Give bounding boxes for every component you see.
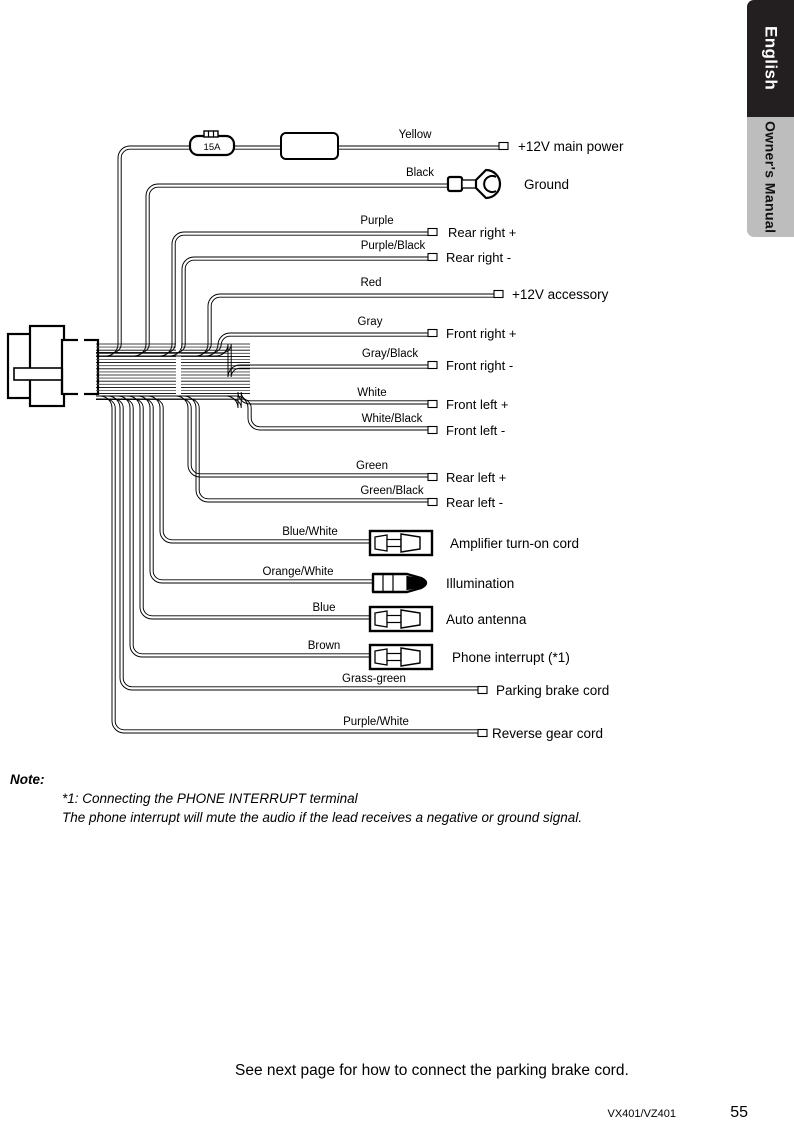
svg-text:Yellow: Yellow [399,129,433,141]
model-name: VX401/VZ401 [607,1108,677,1120]
svg-text:Front left -: Front left - [446,423,505,438]
wire-color-label: Blue/White [282,526,338,538]
svg-text:Illumination: Illumination [446,576,514,591]
svg-text:Blue/White: Blue/White [282,526,338,538]
lead-function-label: Front left - [446,423,505,438]
tab-owners-manual-label: Owner's Manual [762,120,779,234]
wire-color-label: White [357,387,386,399]
svg-text:Rear right +: Rear right + [448,225,516,240]
lead-function-label: Auto antenna [446,612,527,627]
svg-text:Green/Black: Green/Black [360,485,424,497]
svg-text:Purple: Purple [360,215,393,227]
wire-color-label: Gray/Black [362,348,418,360]
see-next-page-text: See next page for how to connect the par… [235,1062,629,1079]
wire-color-label: White/Black [362,413,423,425]
svg-text:Rear right -: Rear right - [446,250,511,265]
svg-text:Amplifier turn-on cord: Amplifier turn-on cord [450,536,579,551]
svg-text:Reverse gear cord: Reverse gear cord [492,726,603,741]
svg-text:Grass-green: Grass-green [342,673,406,685]
svg-text:Green: Green [356,460,388,472]
wire-color-label: Green [356,460,388,472]
svg-text:White/Black: White/Black [362,413,423,425]
svg-text:Front left +: Front left + [446,397,509,412]
page-footer: VX401/VZ401 55 [0,1104,749,1122]
svg-text:Gray/Black: Gray/Black [362,348,418,360]
svg-text:Orange/White: Orange/White [263,566,334,578]
lead-function-label: Illumination [446,576,514,591]
lead-function-label: Rear left + [446,470,506,485]
wire-color-label: Green/Black [360,485,424,497]
lead-function-label: +12V main power [518,139,624,154]
svg-text:Red: Red [360,277,381,289]
svg-text:Brown: Brown [308,640,341,652]
wire-color-label: Purple/Black [361,240,426,252]
svg-text:Rear left -: Rear left - [446,495,503,510]
tab-owners-manual[interactable]: Owner's Manual [747,117,794,237]
svg-text:Phone interrupt (*1): Phone interrupt (*1) [452,650,570,665]
svg-text:Black: Black [406,167,434,179]
lead-function-label: Reverse gear cord [492,726,603,741]
wire-color-label: Orange/White [263,566,334,578]
svg-text:White: White [357,387,386,399]
svg-text:Purple/White: Purple/White [343,716,409,728]
note-block: Note: *1: Connecting the PHONE INTERRUPT… [10,770,730,827]
tab-language[interactable]: English [747,0,794,117]
svg-text:+12V accessory: +12V accessory [512,287,609,302]
note-heading: Note: [10,772,45,787]
wire-color-label: Blue [312,602,335,614]
lead-function-label: Rear right + [448,225,516,240]
svg-text:Ground: Ground [524,177,569,192]
wire-color-label: Black [406,167,434,179]
svg-text:+12V main power: +12V main power [518,139,624,154]
note-line-1: *1: Connecting the PHONE INTERRUPT termi… [62,791,358,806]
page-number: 55 [730,1104,748,1121]
lead-function-label: Ground [524,177,569,192]
svg-text:Gray: Gray [358,316,383,328]
lead-function-label: Parking brake cord [496,683,609,698]
lead-function-label: Front left + [446,397,509,412]
wire-color-label: Purple/White [343,716,409,728]
wire-color-label: Grass-green [342,673,406,685]
tab-language-label: English [761,26,781,91]
lead-function-label: Rear right - [446,250,511,265]
lead-function-label: Phone interrupt (*1) [452,650,570,665]
note-line-2: The phone interrupt will mute the audio … [62,810,583,825]
svg-text:Auto antenna: Auto antenna [446,612,527,627]
lead-function-label: Amplifier turn-on cord [450,536,579,551]
svg-text:Parking brake cord: Parking brake cord [496,683,609,698]
svg-text:Front right -: Front right - [446,358,513,373]
wire-color-label: Brown [308,640,341,652]
svg-text:Front right +: Front right + [446,326,516,341]
wire-color-label: Gray [358,316,383,328]
svg-text:Blue: Blue [312,602,335,614]
wire-color-label: Purple [360,215,393,227]
svg-text:15A: 15A [204,142,222,153]
lead-function-label: Front right - [446,358,513,373]
lead-function-label: +12V accessory [512,287,609,302]
lead-function-label: Front right + [446,326,516,341]
svg-text:Rear left +: Rear left + [446,470,506,485]
lead-function-label: Rear left - [446,495,503,510]
wire-color-label: Red [360,277,381,289]
wire-color-label: Yellow [399,129,433,141]
svg-text:Purple/Black: Purple/Black [361,240,426,252]
wiring-harness-diagram: 15AYellowBlackPurplePurple/BlackRedGrayG… [6,129,624,741]
